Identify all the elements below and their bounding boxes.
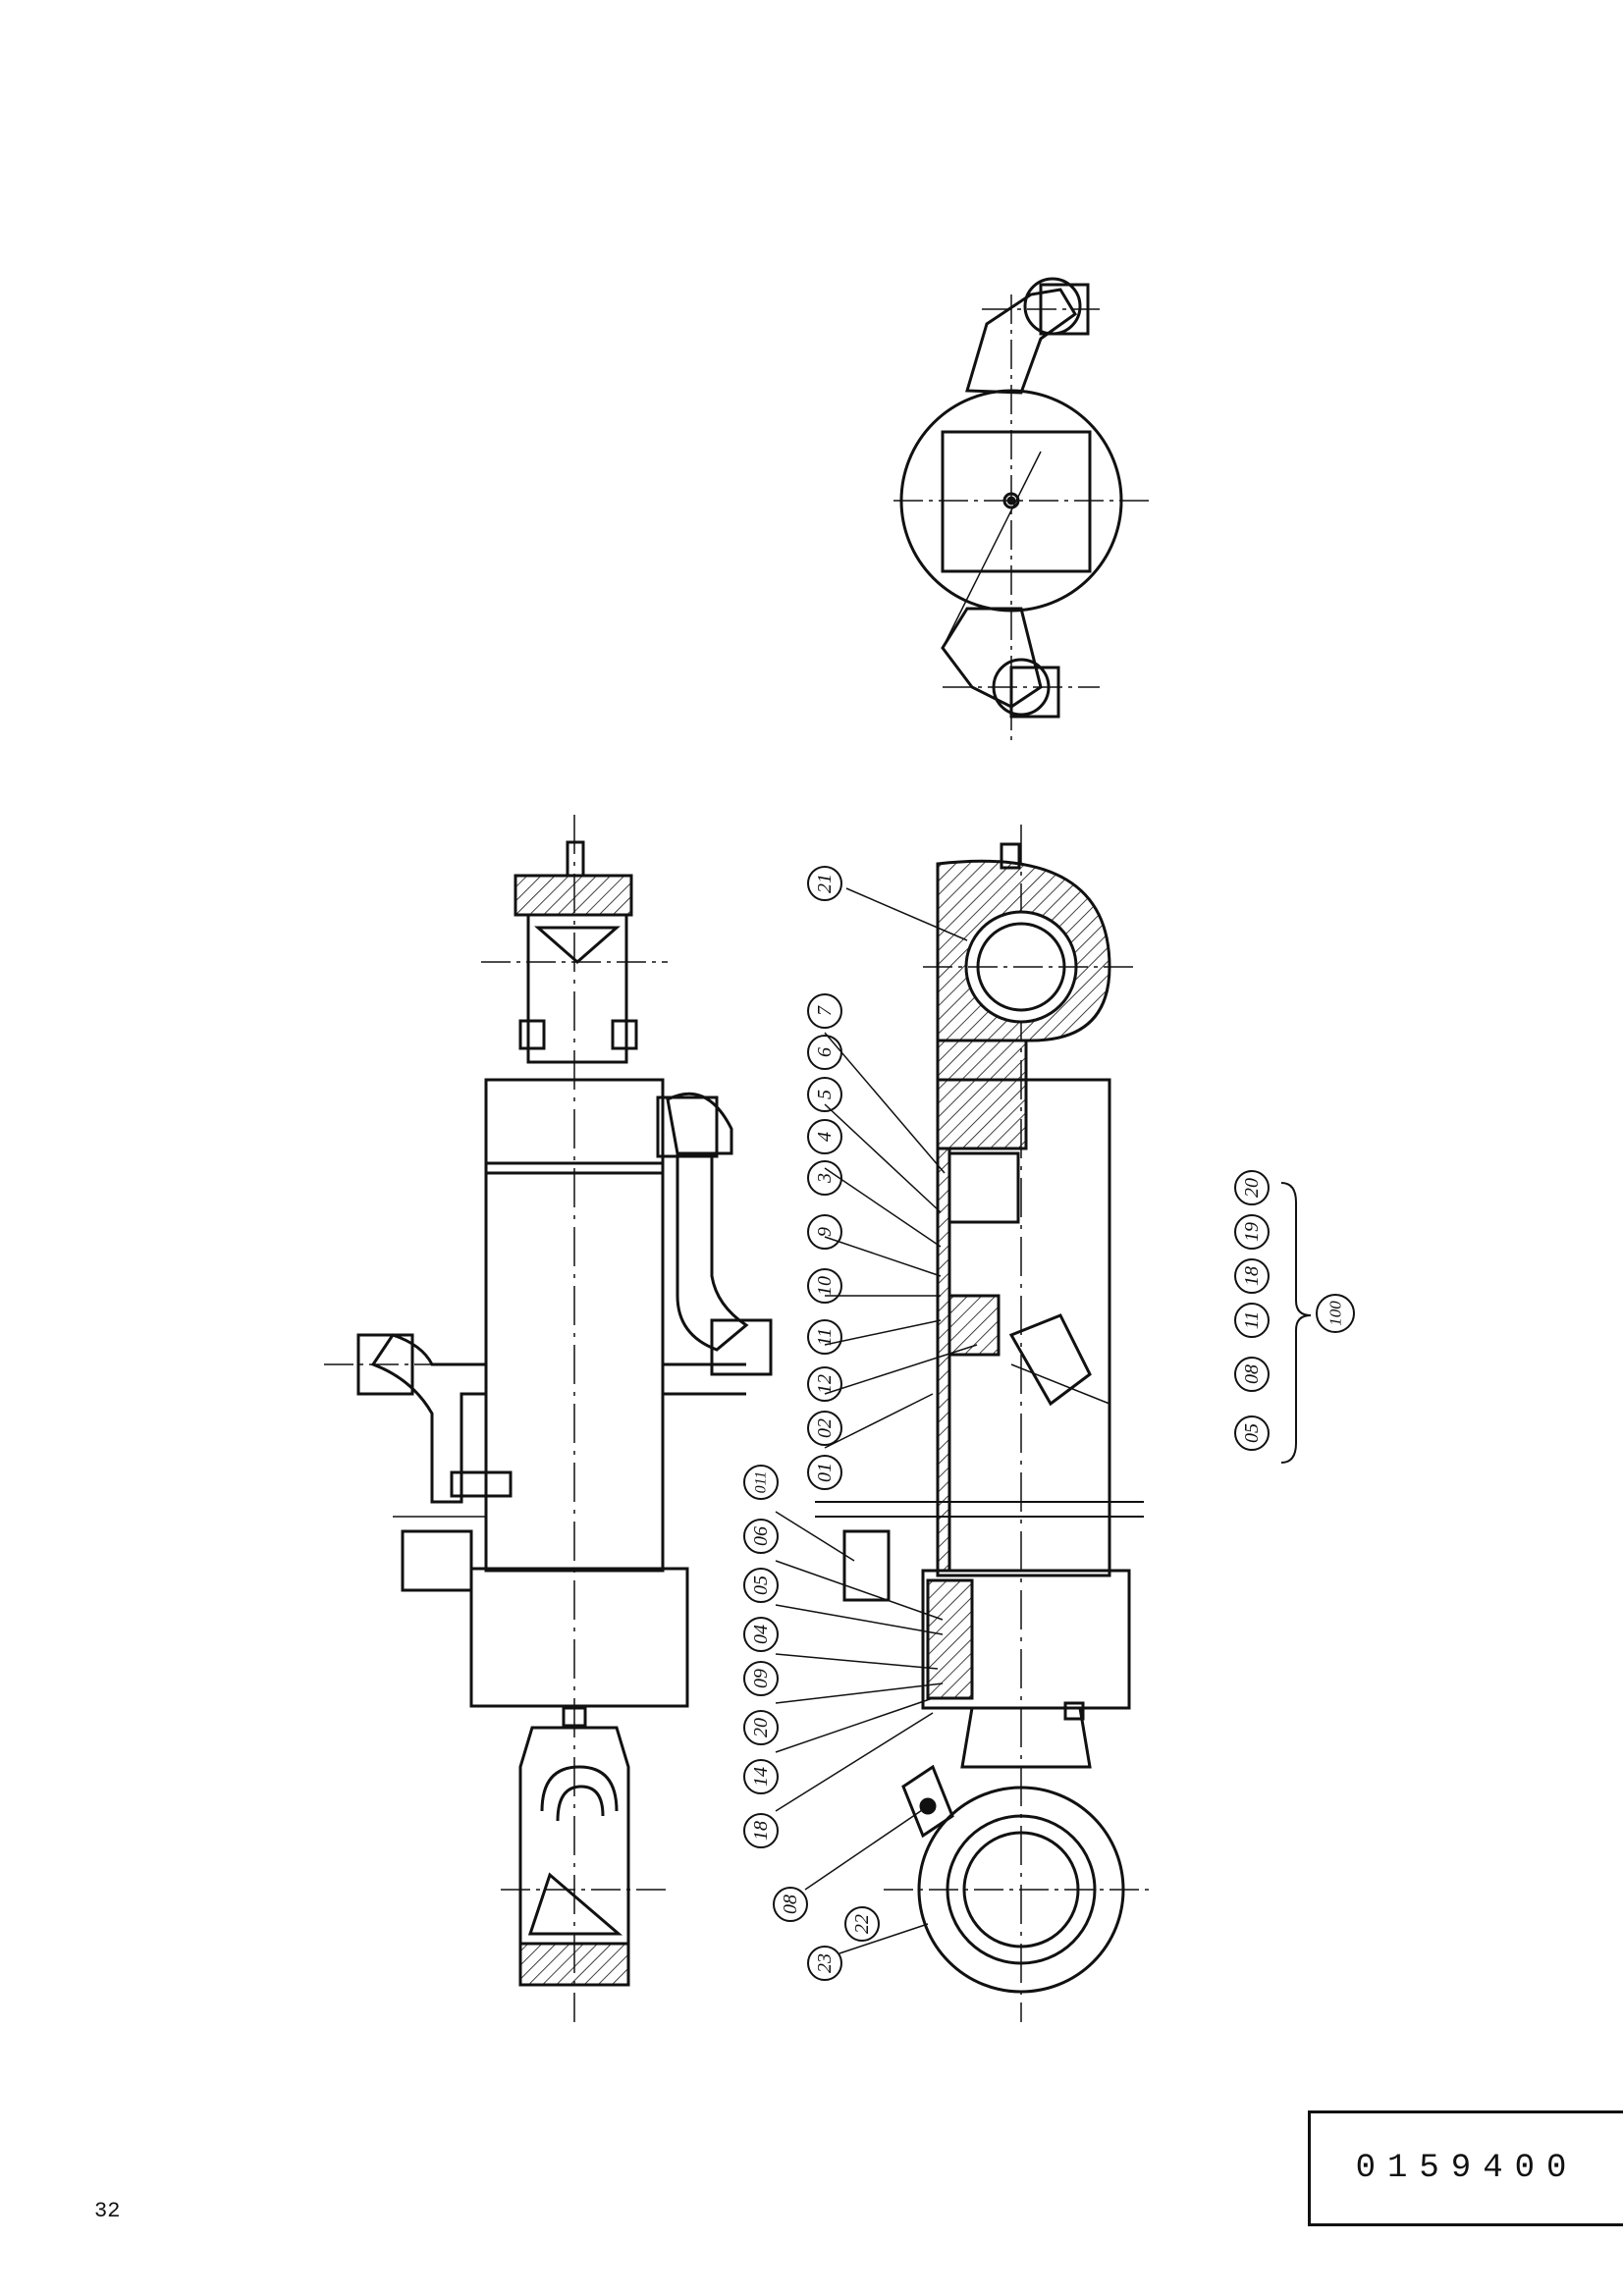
page-number: 32 bbox=[94, 2199, 121, 2223]
part-number: 0159400 bbox=[1355, 2150, 1579, 2187]
callout-06: 06 bbox=[750, 1526, 772, 1546]
callout-9: 9 bbox=[814, 1227, 836, 1237]
callout-14: 14 bbox=[750, 1767, 772, 1787]
callout-21: 21 bbox=[814, 874, 836, 893]
callout-circles bbox=[743, 866, 1355, 1981]
callout-12: 12 bbox=[814, 1374, 836, 1394]
callout-01: 01 bbox=[814, 1463, 836, 1482]
callout-23: 23 bbox=[814, 1953, 836, 1973]
group-callout-08: 08 bbox=[1241, 1364, 1263, 1384]
callout-10: 10 bbox=[814, 1276, 836, 1296]
group-callout-19: 19 bbox=[1241, 1222, 1263, 1242]
side-view bbox=[324, 815, 773, 2022]
callout-02: 02 bbox=[814, 1418, 836, 1438]
callout-4: 4 bbox=[814, 1132, 836, 1142]
callout-011: 011 bbox=[753, 1471, 770, 1494]
callout-05: 05 bbox=[750, 1575, 772, 1595]
callout-3: 3 bbox=[814, 1173, 836, 1184]
callout-09: 09 bbox=[750, 1669, 772, 1688]
callout-5: 5 bbox=[814, 1090, 836, 1099]
part-number-box: 0159400 bbox=[1308, 2110, 1623, 2226]
group-callout-11: 11 bbox=[1241, 1311, 1263, 1330]
callout-6: 6 bbox=[814, 1047, 836, 1057]
group-callout-20: 20 bbox=[1241, 1178, 1263, 1198]
callout-20: 20 bbox=[750, 1718, 772, 1737]
group-callout-100: 100 bbox=[1326, 1301, 1345, 1326]
group-callout-05: 05 bbox=[1241, 1423, 1263, 1443]
group-callout-18: 18 bbox=[1241, 1266, 1263, 1286]
leader-lines bbox=[775, 887, 978, 1954]
callout-04: 04 bbox=[750, 1625, 772, 1644]
callout-22: 22 bbox=[851, 1914, 873, 1934]
callout-11: 11 bbox=[814, 1328, 836, 1347]
callout-18: 18 bbox=[750, 1821, 772, 1841]
end-view bbox=[893, 277, 1154, 746]
callout-7: 7 bbox=[814, 1005, 836, 1016]
sectional-view bbox=[815, 825, 1149, 2022]
callout-08: 08 bbox=[780, 1895, 801, 1914]
